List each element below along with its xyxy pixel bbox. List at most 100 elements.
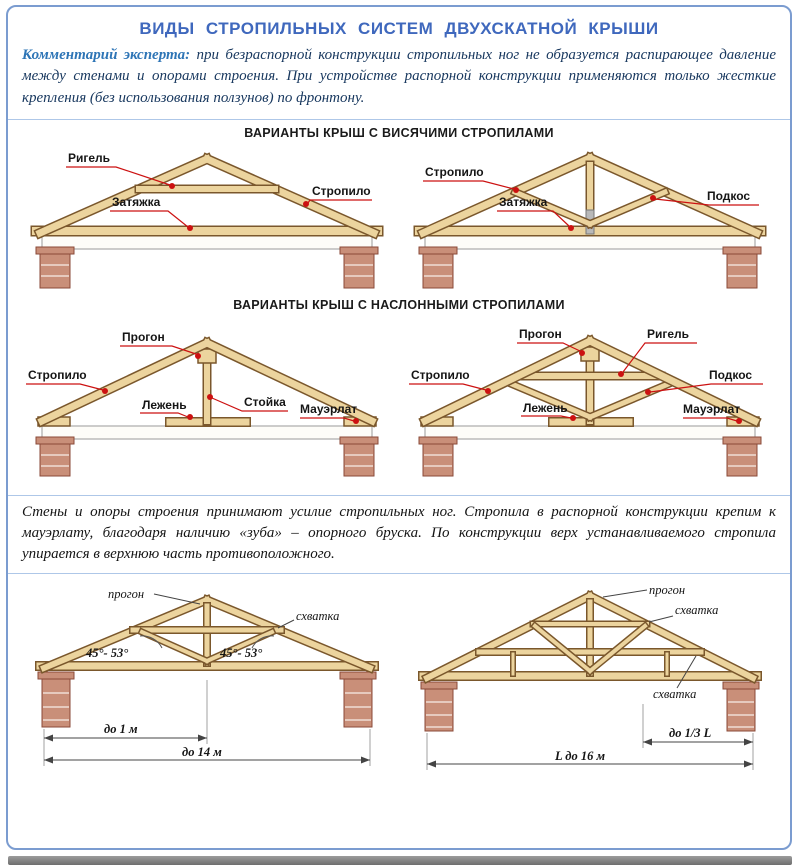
rafters — [416, 151, 764, 240]
pointer-stropilo — [26, 383, 104, 391]
wall-left — [35, 436, 75, 477]
dot-stropilo — [102, 387, 108, 394]
dimension-span: до 14 м — [44, 745, 370, 764]
pointer-zatyazhka — [110, 210, 189, 228]
dot-podkos — [645, 388, 651, 395]
span-diagrams-row: 45°- 53° 45°- 53° прогон схватка до 1 м … — [20, 580, 778, 785]
wall-left — [418, 246, 458, 289]
pointer-skhvatka — [277, 619, 295, 629]
label-zatyazhka: Затяжка — [112, 195, 161, 209]
label-lezhen: Лежень — [523, 401, 568, 415]
expert-comment-lead: Комментарий эксперта: — [22, 47, 191, 63]
separator — [8, 118, 790, 120]
label-progon: Прогон — [519, 327, 562, 341]
label-rigel: Ригель — [647, 327, 689, 341]
diagram-span-16m: прогон схватка схватка до 1/3 L L до 16 … — [418, 583, 762, 770]
dot-stropilo — [303, 200, 309, 207]
label-progon: прогон — [649, 583, 685, 597]
pointer-progon — [153, 593, 201, 605]
note-text: Стены и опоры строения принимают усилие … — [22, 503, 776, 562]
dot-lezhen — [570, 414, 576, 421]
wall-left — [420, 681, 458, 732]
dot-rigel — [169, 182, 175, 189]
label-stropilo: Стропило — [411, 368, 470, 382]
pointer-skhvatka-bottom — [676, 655, 697, 689]
label-progon: прогон — [108, 587, 144, 601]
dimension-span: L до 16 м — [427, 749, 753, 768]
pointer-rigel — [66, 166, 171, 186]
label-dim-small: до 1 м — [104, 722, 138, 736]
label-stropilo: Стропило — [312, 184, 371, 198]
dot-lezhen — [187, 413, 193, 420]
pointer-mauerlat — [300, 417, 355, 422]
struts — [501, 376, 679, 423]
pointer-progon — [120, 345, 197, 355]
wall-left — [37, 671, 75, 728]
ceiling-band — [41, 425, 373, 440]
dot-mauerlat — [736, 417, 742, 424]
diagram-layered-simple: Прогон Стропило Лежень Стойка Мауэрлат — [26, 330, 379, 477]
pointer-lezhen — [521, 415, 572, 419]
label-angle-left: 45°- 53° — [85, 646, 128, 660]
expert-comment: Комментарий эксперта: при безраспорной к… — [22, 45, 776, 109]
pointer-lezhen — [140, 412, 189, 418]
side-posts — [510, 650, 670, 677]
label-angle-right: 45°- 53° — [219, 646, 262, 660]
pointer-stropilo — [409, 383, 487, 391]
diagram-hanging-simple: Ригель Затяжка Стропило — [30, 151, 384, 289]
label-stoyka: Стойка — [244, 395, 286, 409]
rafters — [38, 594, 376, 674]
dot-stropilo — [513, 186, 519, 193]
diagram-span-14m: 45°- 53° 45°- 53° прогон схватка до 1 м … — [35, 587, 379, 766]
dot-rigel — [618, 370, 624, 377]
dimension-third: до 1/3 L — [643, 726, 753, 746]
ceiling-band — [424, 235, 756, 250]
rafters — [418, 334, 762, 428]
wall-right — [722, 246, 762, 289]
expert-comment-body: при безраспорной конструкции стропильных… — [22, 47, 776, 106]
layered-diagrams-row: Прогон Стропило Лежень Стойка Мауэрлат — [20, 314, 778, 489]
dot-mauerlat — [353, 417, 359, 424]
label-lezhen: Лежень — [142, 398, 187, 412]
wall-right — [722, 436, 762, 477]
dot-zatyazhka — [187, 224, 193, 231]
wall-right — [339, 436, 379, 477]
separator — [8, 572, 790, 574]
pointer-progon — [517, 342, 581, 352]
pointer-stoyka — [211, 397, 288, 412]
diagram-hanging-strut: Стропило Затяжка Подкос — [413, 151, 767, 289]
ceiling-band — [424, 425, 756, 440]
dot-progon — [195, 352, 201, 359]
dot-zatyazhka — [568, 224, 574, 231]
rafters — [33, 152, 381, 240]
wall-right — [722, 681, 760, 732]
label-dim-span: L до 16 м — [554, 749, 605, 763]
section-heading-layered: ВАРИАНТЫ КРЫШ С НАСЛОННЫМИ СТРОПИЛАМИ — [233, 297, 565, 312]
angle-arc-left — [139, 635, 163, 649]
dot-stoyka — [207, 393, 213, 400]
rafters — [420, 589, 760, 684]
separator — [8, 494, 790, 496]
wall-left — [35, 246, 75, 289]
label-progon: Прогон — [122, 330, 165, 344]
hanging-diagrams-row: Ригель Затяжка Стропило — [20, 142, 778, 292]
label-rigel: Ригель — [68, 151, 110, 165]
label-mauerlat: Мауэрлат — [683, 402, 740, 416]
label-mauerlat: Мауэрлат — [300, 402, 357, 416]
pointer-rigel — [622, 342, 697, 373]
wall-left — [418, 436, 458, 477]
label-stropilo: Стропило — [28, 368, 87, 382]
label-dim-span: до 14 м — [182, 745, 222, 759]
pointer-podkos — [654, 198, 759, 206]
label-skhvatka: схватка — [296, 609, 339, 623]
rafters — [35, 336, 379, 428]
infographic-frame: ВИДЫ СТРОПИЛЬНЫХ СИСТЕМ ДВУХСКАТНОЙ КРЫШ… — [6, 5, 792, 850]
label-skhvatka-top: схватка — [675, 603, 718, 617]
angle-arc-right — [251, 635, 275, 649]
label-dim-third: до 1/3 L — [669, 726, 712, 740]
ceiling-band — [41, 235, 373, 250]
dot-stropilo — [485, 387, 491, 394]
pointer-mauerlat — [683, 417, 738, 422]
window-bottom-edge — [8, 856, 792, 865]
label-podkos: Подкос — [707, 189, 750, 203]
